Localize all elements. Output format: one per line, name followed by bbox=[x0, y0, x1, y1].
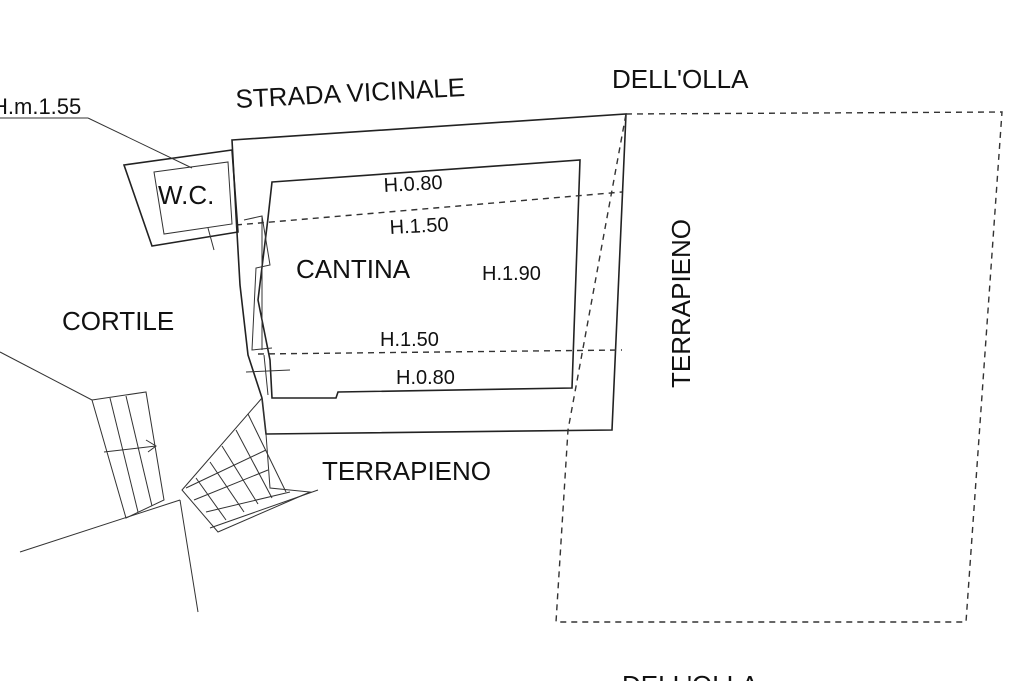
height-label-top-150: H.1.50 bbox=[389, 214, 449, 239]
bottom-boundary bbox=[19, 499, 181, 553]
vertical-boundary bbox=[179, 499, 199, 613]
door-tick-2 bbox=[263, 354, 269, 396]
wc-inner bbox=[153, 161, 233, 235]
street-name-right: DELL'OLLA bbox=[612, 64, 749, 94]
level-line-top bbox=[235, 191, 623, 226]
terrapieno-area bbox=[555, 111, 1003, 623]
terrapieno-label-right: TERRAPIENO bbox=[666, 219, 696, 388]
level-line-bottom bbox=[257, 349, 623, 355]
height-label-bottom-150: H.1.50 bbox=[380, 329, 439, 351]
hm-leader bbox=[87, 117, 193, 169]
stair-left-arrow bbox=[103, 445, 157, 453]
height-label-190: H.1.90 bbox=[482, 263, 541, 285]
stair-arrow-head bbox=[145, 439, 157, 453]
wc-door-line bbox=[207, 227, 215, 251]
terrapieno-label-bottom: TERRAPIENO bbox=[322, 456, 491, 486]
street-name-left: STRADA VICINALE bbox=[235, 72, 466, 114]
ramp-hatching bbox=[185, 413, 319, 529]
height-label-bottom-080: H.0.80 bbox=[396, 367, 455, 389]
area-label-cortile: CORTILE bbox=[62, 306, 174, 336]
wc-label: W.C. bbox=[158, 180, 214, 210]
height-label-hm: H.m.1.55 bbox=[0, 94, 81, 119]
cantina-room bbox=[257, 159, 581, 399]
stair-left bbox=[91, 391, 165, 519]
wc-block bbox=[122, 149, 239, 247]
left-boundary-1 bbox=[0, 351, 93, 401]
height-label-top-080: H.0.80 bbox=[383, 172, 443, 197]
bottom-cut-label: DELL'OLLA bbox=[622, 670, 759, 681]
room-label-cantina: CANTINA bbox=[296, 254, 411, 284]
ramp bbox=[181, 396, 312, 533]
door-tick-1 bbox=[245, 369, 291, 373]
stair-left-rail-2 bbox=[125, 395, 153, 507]
stair-left-rail-1 bbox=[109, 397, 139, 513]
door-frame bbox=[243, 215, 273, 351]
